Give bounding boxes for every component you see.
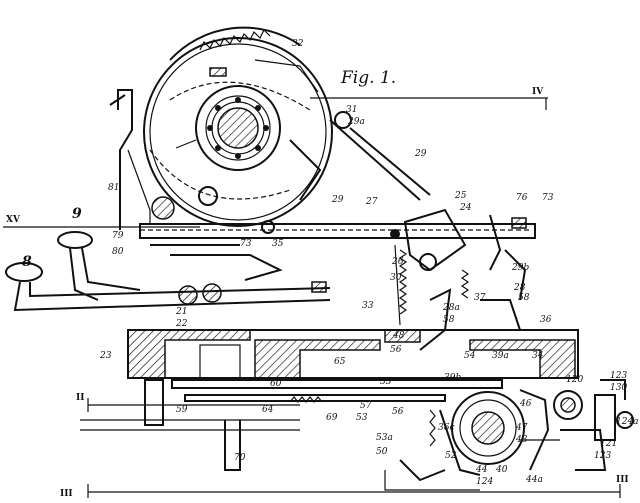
label-80: 80 (112, 247, 124, 257)
label-56-upper: 56 (390, 345, 402, 355)
label-52: 52 (445, 451, 457, 461)
label-50: 50 (376, 447, 388, 457)
label-69: 69 (326, 413, 338, 423)
label-XV-left: XV (6, 215, 21, 225)
reference-labels: 32 31 29a 29 27 25 24 76 73 81 XV 9 79 8… (6, 39, 639, 487)
label-28: 28 (513, 283, 526, 293)
section-marks: IV II III III (60, 87, 629, 499)
key-lever-8 (5, 262, 331, 312)
label-35: 35 (272, 239, 284, 249)
right-gear (384, 389, 550, 491)
label-123: 123 (594, 451, 611, 461)
label-58-right: 58 (518, 293, 530, 303)
label-36: 36 (540, 315, 552, 325)
label-21: 21 (175, 307, 187, 317)
label-29b: 29b (511, 263, 529, 273)
label-27: 27 (365, 197, 378, 207)
label-8: 8 (22, 254, 32, 270)
label-56: 56 (392, 407, 404, 417)
label-58: 58 (443, 315, 455, 325)
label-22: 22 (175, 319, 188, 329)
label-60: 60 (270, 379, 282, 389)
label-33: 33 (362, 301, 374, 311)
label-48: 48 (392, 331, 405, 341)
drum-wheel (143, 26, 333, 227)
label-29-rail: 29 (331, 195, 344, 205)
key-lever-9 (57, 231, 141, 301)
label-29: 29 (414, 149, 427, 159)
right-bracket (520, 379, 634, 471)
shafts (150, 244, 327, 305)
label-44a: 44a (525, 475, 543, 485)
label-57: 57 (360, 401, 372, 411)
label-53: 53 (356, 413, 368, 423)
label-130: 130 (610, 383, 627, 393)
label-34: 34 (532, 351, 544, 361)
lower-sliders (80, 379, 503, 471)
label-64: 64 (262, 405, 274, 415)
label-9: 9 (72, 206, 82, 222)
label-32: 32 (292, 39, 304, 49)
label-54: 54 (464, 351, 476, 361)
label-120: 120 (566, 375, 583, 385)
main-rail (139, 214, 536, 301)
label-36c: 36c (438, 423, 455, 433)
label-24: 24 (459, 203, 472, 213)
label-26: 26 (391, 257, 404, 267)
lever-arm (329, 111, 431, 201)
label-28a: 28a (442, 303, 460, 313)
central-linkage (394, 208, 521, 351)
section-mark-II: II (76, 393, 84, 403)
label-65: 65 (334, 357, 346, 367)
label-40: 40 (495, 465, 508, 475)
section-mark-IV: IV (532, 87, 544, 97)
label-33-lower: 33 (380, 377, 392, 387)
label-39b: 39b (444, 373, 461, 383)
label-47: 47 (515, 423, 528, 433)
label-37: 37 (474, 293, 486, 303)
label-123-top: 123 (610, 371, 627, 381)
label-30: 30 (390, 273, 402, 283)
label-23: 23 (99, 351, 112, 361)
label-70: 70 (234, 453, 246, 463)
label-46: 46 (519, 399, 532, 409)
label-73-lower: 73 (240, 239, 252, 249)
section-mark-III: III (60, 489, 73, 499)
label-59: 59 (176, 405, 188, 415)
label-124a: 124a (616, 417, 639, 427)
label-124: 124 (476, 477, 493, 487)
label-29a: 29a (347, 117, 365, 127)
section-mark-III-right: III (616, 475, 629, 485)
section-lines (3, 97, 621, 498)
label-44: 44 (475, 465, 488, 475)
label-121: 121 (600, 439, 617, 449)
label-79: 79 (112, 231, 124, 241)
left-bracket (109, 89, 151, 230)
base-plate (127, 329, 579, 379)
figure-title: Fig. 1. (340, 68, 396, 88)
label-31: 31 (346, 105, 357, 115)
label-73: 73 (542, 193, 554, 203)
label-81: 81 (108, 183, 119, 193)
label-53a: 53a (376, 433, 393, 443)
label-39a: 39a (492, 351, 509, 361)
label-25: 25 (454, 191, 467, 201)
label-76: 76 (516, 193, 528, 203)
label-43: 43 (515, 435, 528, 445)
